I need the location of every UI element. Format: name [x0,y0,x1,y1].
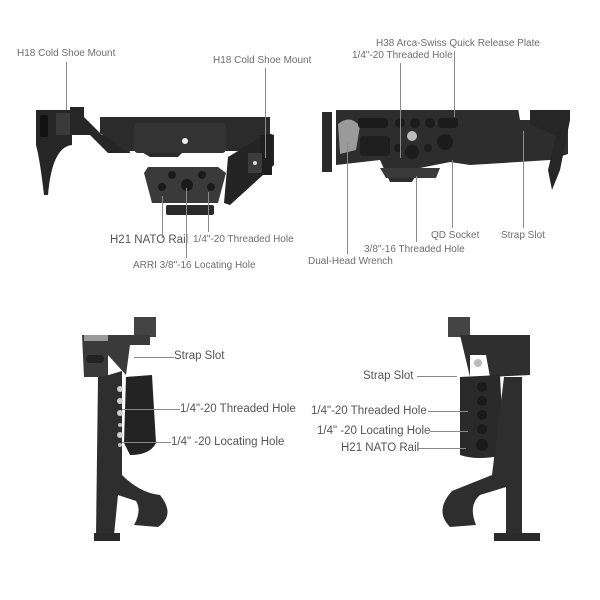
leader-line [523,131,524,228]
label-threaded-hole: 1/4"-20 Threaded Hole [193,234,294,245]
label-locating-hole: 1/4" -20 Locating Hole [171,436,285,448]
label-strap-slot: Strap Slot [363,370,414,382]
label-locating-hole: 1/4" -20 Locating Hole [317,425,431,437]
leader-line [265,68,266,158]
label-threaded-hole: 1/4"-20 Threaded Hole [311,405,427,417]
cage-top-view-image [36,107,274,215]
leader-line [417,376,457,377]
leader-line [208,192,209,232]
label-dual-head-wrench: Dual-Head Wrench [308,256,393,267]
leader-line [428,411,468,412]
label-threaded-hole: 1/4"-20 Threaded Hole [180,403,296,415]
leader-line [66,62,67,110]
cage-side-view-left-image [82,317,168,541]
leader-line [122,409,180,410]
label-cold-shoe-right: H18 Cold Shoe Mount [213,55,312,66]
label-threaded-hole-38: 3/8"-16 Threaded Hole [364,244,465,255]
label-qd-socket: QD Socket [431,230,480,241]
label-nato-rail: H21 NATO Rail [110,234,189,246]
label-strap-slot: Strap Slot [174,350,225,362]
leader-line [418,448,466,449]
label-cold-shoe-left: H18 Cold Shoe Mount [17,48,116,59]
label-strap-slot: Strap Slot [501,230,545,241]
label-nato-rail: H21 NATO Rail [341,442,420,454]
leader-line [122,442,171,443]
label-arca-swiss-plate: H38 Arca-Swiss Quick Release Plate [376,38,540,49]
label-arri-locating-hole: ARRI 3/8"-16 Locating Hole [133,260,256,271]
leader-line [416,176,417,242]
leader-line [134,357,174,358]
leader-line [400,63,401,158]
cage-bottom-view-image [322,110,570,190]
cage-side-view-right-image [442,317,540,541]
leader-line [430,431,468,432]
leader-line [162,196,163,238]
leader-line [452,160,453,228]
label-threaded-hole-14: 1/4"-20 Threaded Hole [352,50,453,61]
leader-line [454,51,455,117]
leader-line [347,143,348,254]
leader-line [186,188,187,258]
